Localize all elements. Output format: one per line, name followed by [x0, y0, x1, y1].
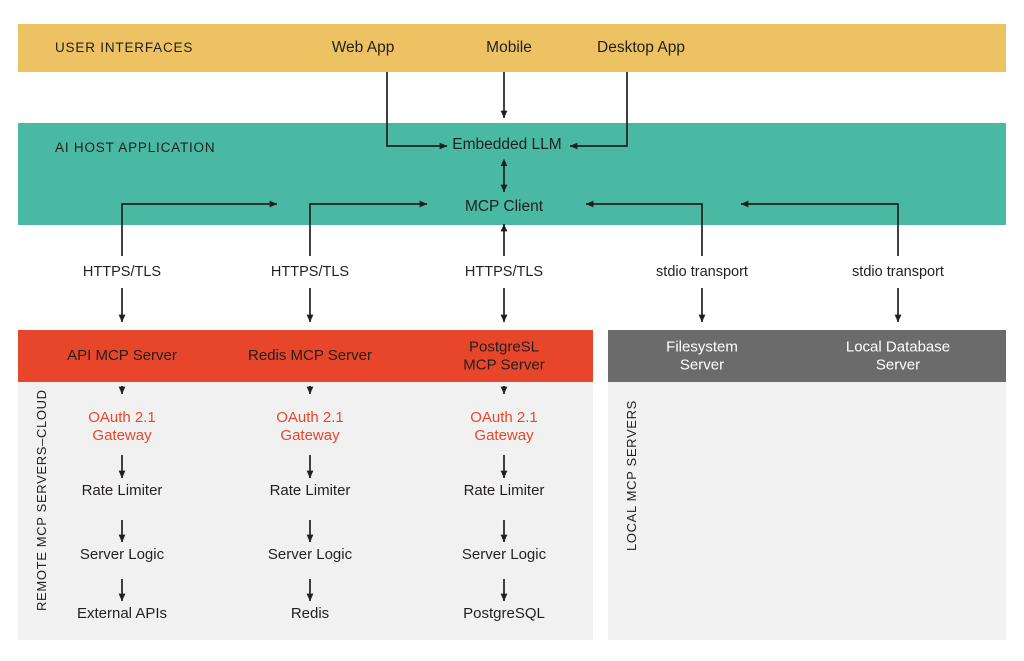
local-server-header-filesystem[interactable]: Filesystem Server — [666, 338, 738, 373]
remote-stack-redis-oauth-gateway[interactable]: OAuth 2.1 Gateway — [276, 409, 344, 444]
ui-node-web-app[interactable]: Web App — [331, 39, 395, 56]
remote-server-header-api[interactable]: API MCP Server — [67, 347, 177, 365]
remote-stack-api-server-logic[interactable]: Server Logic — [79, 546, 165, 563]
remote-stack-api-rate-limiter[interactable]: Rate Limiter — [81, 482, 163, 499]
ui-node-mobile[interactable]: Mobile — [486, 39, 532, 56]
remote-stack-postgres-server-logic[interactable]: Server Logic — [461, 546, 547, 563]
remote-stack-postgres-oauth-gateway[interactable]: OAuth 2.1 Gateway — [470, 409, 538, 444]
user-interfaces-band: USER INTERFACES — [18, 24, 1006, 72]
transport-label-stdio-1: stdio transport — [656, 264, 748, 280]
remote-stack-postgres-rate-limiter[interactable]: Rate Limiter — [463, 482, 545, 499]
local-panel-side-label: LOCAL MCP SERVERS — [624, 400, 639, 551]
remote-stack-postgres-postgresql[interactable]: PostgreSQL — [463, 605, 545, 622]
local-server-header-local-database[interactable]: Local Database Server — [845, 338, 951, 373]
host-node-embedded-llm[interactable]: Embedded LLM — [452, 136, 562, 153]
remote-panel-side-label: REMOTE MCP SERVERS–CLOUD — [34, 389, 49, 611]
local-panel-header: Filesystem Server Local Database Server — [608, 330, 1006, 382]
transport-label-https-tls-2: HTTPS/TLS — [270, 264, 350, 280]
remote-stack-redis-rate-limiter[interactable]: Rate Limiter — [269, 482, 351, 499]
remote-stack-api-external-apis[interactable]: External APIs — [76, 605, 168, 622]
transport-label-https-tls-1: HTTPS/TLS — [82, 264, 162, 280]
remote-stack-redis-server-logic[interactable]: Server Logic — [267, 546, 353, 563]
host-node-mcp-client[interactable]: MCP Client — [464, 198, 544, 215]
ai-host-application-band-label: AI HOST APPLICATION — [55, 140, 216, 155]
local-mcp-servers-panel: Filesystem Server Local Database Server … — [608, 330, 1006, 640]
remote-stack-api-oauth-gateway[interactable]: OAuth 2.1 Gateway — [88, 409, 156, 444]
remote-panel-header: API MCP Server Redis MCP Server PostgreS… — [18, 330, 593, 382]
user-interfaces-band-label: USER INTERFACES — [55, 40, 194, 55]
remote-server-header-redis[interactable]: Redis MCP Server — [248, 347, 372, 365]
transport-label-stdio-2: stdio transport — [852, 264, 944, 280]
remote-stack-redis-redis[interactable]: Redis — [290, 605, 330, 622]
remote-mcp-servers-panel: API MCP Server Redis MCP Server PostgreS… — [18, 330, 593, 640]
transport-label-https-tls-3: HTTPS/TLS — [464, 264, 544, 280]
ui-node-desktop-app[interactable]: Desktop App — [597, 39, 685, 56]
remote-server-header-postgres[interactable]: PostgreSL MCP Server — [463, 338, 545, 373]
